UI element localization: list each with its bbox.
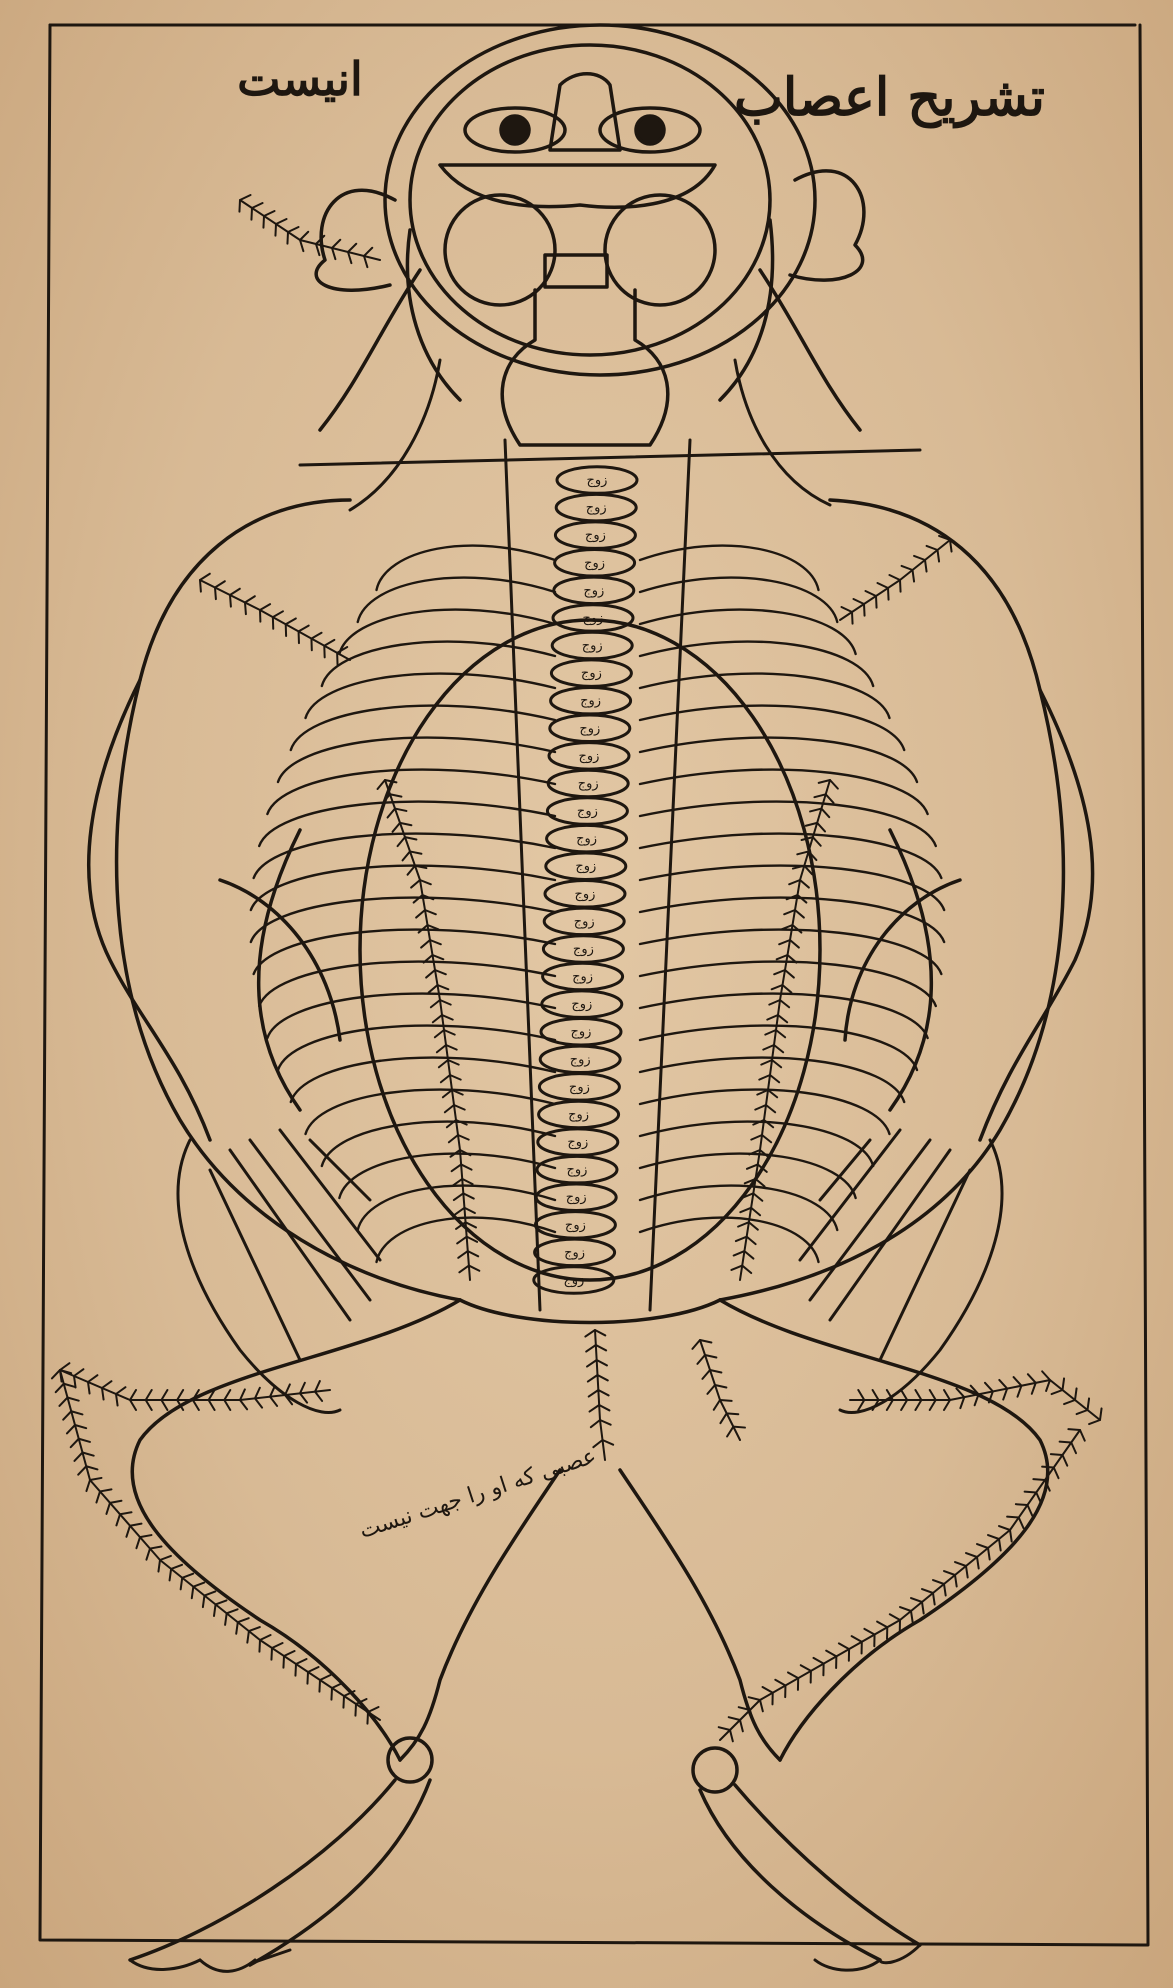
vertebra-label: زوج — [565, 1218, 586, 1233]
branching-nerves — [52, 195, 1102, 1741]
vertebra-label: زوج — [563, 1273, 584, 1288]
rib-nerve-right — [640, 578, 837, 622]
vertebra-label: زوج — [579, 749, 600, 764]
vertebra-label: زوج — [586, 501, 607, 516]
vertebra-label: زوج — [580, 694, 601, 709]
plate-title-left: انیست — [237, 52, 363, 106]
nerve-branch-right-shoulder — [840, 540, 950, 620]
vertebra-label: زوج — [575, 859, 596, 874]
vertebra-label: زوج — [571, 1025, 592, 1040]
pelvis-annotation: عصبی که او را جهت نیست — [357, 1444, 600, 1544]
rib-nerve-right — [640, 1218, 819, 1262]
vertebra-label: زوج — [584, 556, 605, 571]
rib-nerve-left — [358, 578, 555, 622]
vertebra-label: زوج — [579, 721, 600, 736]
nerve-branch-left-leg — [60, 1370, 380, 1720]
vertebra-label: زوج — [578, 776, 599, 791]
right-knee — [693, 1748, 737, 1792]
nerve-branch-right-leg — [720, 1430, 1080, 1740]
vertebra-label: زوج — [573, 942, 594, 957]
plate-frame — [40, 25, 1148, 1945]
rib-nerve-right — [640, 546, 819, 590]
left-knee — [388, 1738, 432, 1782]
vertebra-label: زوج — [576, 832, 597, 847]
rib-nerve-left — [339, 610, 555, 654]
vertebra-label: زوج — [582, 639, 603, 654]
vertebra-label: زوج — [583, 611, 604, 626]
vertebra-label: زوج — [570, 1052, 591, 1067]
nerve-branch-left-ear — [240, 200, 380, 260]
nerve-branch-left-torso — [385, 780, 470, 1280]
vertebra-label: زوج — [569, 1080, 590, 1095]
vertebra-label: زوج — [572, 970, 593, 985]
vertebra-label: زوج — [587, 473, 608, 488]
vertebra-label: زوج — [571, 997, 592, 1012]
vertebra-label: زوج — [577, 804, 598, 819]
vertebra-label: زوج — [574, 914, 595, 929]
nerve-branch-left-shoulder — [200, 580, 350, 660]
vertebra-label: زوج — [583, 583, 604, 598]
vertebra-label: زوج — [568, 1107, 589, 1122]
plate-title-right: تشریح اعصاب — [734, 67, 1045, 129]
left-hand — [178, 1130, 380, 1413]
feet — [130, 1945, 920, 1971]
vertebra-label: زوج — [566, 1190, 587, 1205]
vertebra-label: زوج — [575, 887, 596, 902]
rib-nerve-right — [640, 610, 856, 654]
vertebra-label: زوج — [564, 1245, 585, 1260]
rib-nerve-left — [377, 546, 556, 590]
vertebra-label: زوج — [567, 1163, 588, 1178]
vertebra-label: زوج — [567, 1135, 588, 1150]
vertebra-label: زوج — [581, 666, 602, 681]
vertebra-label: زوج — [585, 528, 606, 543]
